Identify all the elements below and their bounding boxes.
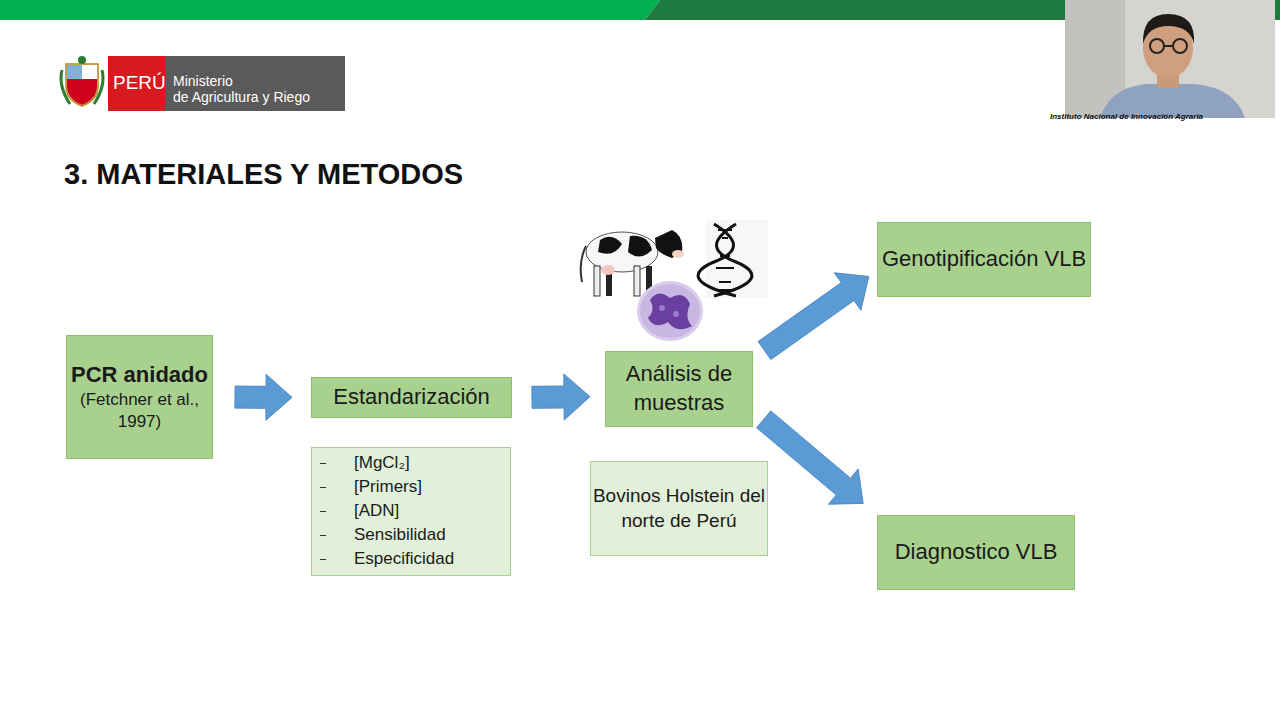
slide-title: 3. MATERIALES Y METODOS <box>64 158 463 191</box>
bullet-dash <box>320 559 326 560</box>
parameter-list-box: [MgCl₂][Primers][ADN]SensibilidadEspecif… <box>311 447 511 576</box>
list-row: [Primers] <box>312 476 510 500</box>
node-text: Bovinos Holstein del norte de Perú <box>591 484 767 533</box>
node-text: PCR anidado <box>71 361 208 390</box>
bullet-dash <box>320 487 326 488</box>
list-row: [ADN] <box>312 500 510 524</box>
list-row: Especificidad <box>312 548 510 572</box>
node-text: Diagnostico VLB <box>895 538 1058 567</box>
list-item: Sensibilidad <box>354 524 446 546</box>
neutrophil-illustration <box>637 281 703 341</box>
node-text: Estandarización <box>333 383 490 412</box>
dna-illustration <box>698 220 768 298</box>
node-text: Genotipificación VLB <box>882 245 1086 274</box>
sample-note-box: Bovinos Holstein del norte de Perú <box>590 461 768 556</box>
result-box: Diagnostico VLB <box>877 515 1075 590</box>
list-item: [MgCl₂] <box>354 452 410 474</box>
block-arrow <box>235 374 292 420</box>
block-arrow <box>757 411 864 504</box>
list-item: [Primers] <box>354 476 422 498</box>
logo-ministry: de Agricultura y Riego <box>173 89 310 105</box>
list-row: Sensibilidad <box>312 524 510 548</box>
node-text: (Fetchner et al., 1997) <box>67 389 212 433</box>
process-box: Estandarización <box>311 377 512 418</box>
method-box: PCR anidado(Fetchner et al., 1997) <box>66 335 213 459</box>
webcam-caption: Instituto Nacional de Innovación Agraria <box>1050 112 1203 121</box>
bullet-dash <box>320 535 326 536</box>
bullet-dash <box>320 511 326 512</box>
block-arrow <box>758 273 869 360</box>
list-item: [ADN] <box>354 500 399 522</box>
list-item: Especificidad <box>354 548 454 570</box>
node-text: Análisis de muestras <box>606 360 752 417</box>
logo-ministry: Ministerio <box>173 73 233 89</box>
process-box: Análisis de muestras <box>605 351 753 427</box>
result-box: Genotipificación VLB <box>877 222 1091 297</box>
ministry-logo-gray <box>165 56 345 111</box>
bullet-dash <box>320 463 326 464</box>
top-band <box>0 0 660 20</box>
logo-country: PERÚ <box>113 72 166 94</box>
webcam-feed <box>1065 0 1275 118</box>
peru-logo-red <box>108 56 165 111</box>
list-row: [MgCl₂] <box>312 452 510 476</box>
coat-of-arms <box>61 56 103 106</box>
block-arrow <box>532 374 590 420</box>
